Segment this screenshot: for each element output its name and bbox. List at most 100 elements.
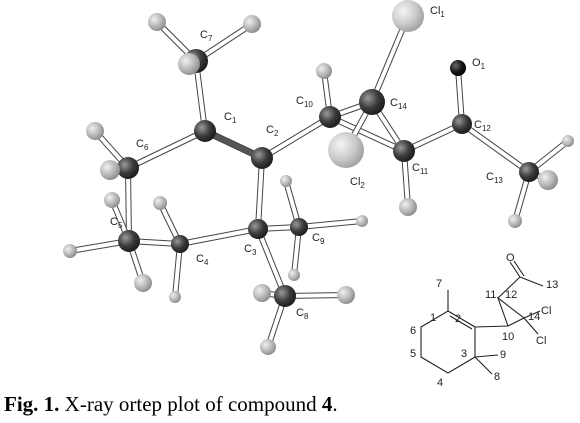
atom-cl2 bbox=[328, 132, 364, 168]
struct-label-5: 5 bbox=[410, 348, 416, 360]
atom-label-c4: C4 bbox=[196, 253, 209, 267]
atom-label-c1: C1 bbox=[224, 111, 237, 125]
struct-label-4: 4 bbox=[437, 377, 443, 389]
bond-c3-c9 bbox=[474, 354, 499, 358]
atom-c2 bbox=[251, 147, 273, 169]
struct-label-3: 3 bbox=[461, 348, 467, 360]
struct-label-11: 11 bbox=[485, 289, 496, 301]
struct-label-14: 14 bbox=[528, 311, 540, 323]
caption-text: X-ray ortep plot of compound bbox=[59, 392, 322, 416]
figure-caption: Fig. 1. X-ray ortep plot of compound 4. bbox=[4, 392, 338, 417]
atom-h5c bbox=[134, 274, 152, 292]
atom-h9a bbox=[280, 175, 292, 187]
atom-c1 bbox=[194, 120, 216, 142]
cyclopropane-bonds bbox=[496, 296, 526, 327]
atom-h10 bbox=[316, 63, 332, 79]
double-bond-inner bbox=[449, 315, 473, 330]
skeletal-structure bbox=[420, 260, 544, 375]
atom-c10 bbox=[319, 106, 341, 128]
atom-h11 bbox=[399, 198, 417, 216]
atom-label-c10: C10 bbox=[296, 95, 313, 109]
bond-c2-c10 bbox=[474, 325, 509, 328]
bond-C5-C6 bbox=[126, 167, 131, 242]
atom-h9b bbox=[356, 215, 368, 227]
atoms-layer bbox=[63, 0, 574, 355]
atom-label-c13: C13 bbox=[486, 171, 503, 185]
atom-label-cl1: Cl1 bbox=[430, 5, 445, 19]
bond-c12-o bbox=[509, 261, 521, 278]
atom-h13b bbox=[508, 214, 522, 228]
caption-compound: 4 bbox=[321, 392, 333, 416]
bond-C10-C11 bbox=[329, 115, 405, 153]
atom-h7a bbox=[148, 13, 166, 31]
atom-label-c12: C12 bbox=[474, 119, 491, 133]
atom-h8c bbox=[260, 339, 276, 355]
struct-label-o: O bbox=[506, 252, 515, 264]
atom-h5a bbox=[63, 244, 77, 258]
atom-c11 bbox=[393, 140, 415, 162]
atom-h13c bbox=[562, 135, 574, 147]
atom-h7b bbox=[243, 15, 261, 33]
bond-c14-cl-b bbox=[523, 317, 539, 335]
struct-label-2: 2 bbox=[455, 313, 461, 325]
atom-label-c7: C7 bbox=[200, 29, 213, 43]
bond-C3-C4 bbox=[179, 227, 259, 246]
atom-h4b bbox=[169, 291, 181, 303]
bond-c14-cl-a bbox=[523, 310, 541, 319]
bond-c3-c8 bbox=[474, 356, 493, 375]
bond-c12-c13 bbox=[519, 276, 544, 287]
atom-o1 bbox=[450, 60, 466, 76]
bond-c12-o-double bbox=[513, 260, 525, 277]
struct-label-12: 12 bbox=[505, 289, 517, 301]
atom-h6a bbox=[86, 122, 104, 140]
atom-label-c6: C6 bbox=[136, 138, 149, 152]
bond-C3-C8 bbox=[256, 228, 287, 297]
struct-label-cl-a: Cl bbox=[541, 305, 551, 317]
structure-labels: 7 1 2 6 5 4 3 9 8 10 11 12 14 13 O Cl Cl bbox=[410, 252, 558, 389]
atom-c6 bbox=[117, 157, 139, 179]
atom-c9 bbox=[290, 218, 308, 236]
atom-h13a bbox=[538, 170, 558, 190]
atom-label-o1: O1 bbox=[472, 57, 486, 71]
bond-C2-C10 bbox=[260, 115, 332, 160]
atom-label-cl2: Cl2 bbox=[350, 176, 365, 190]
bond-C12-C13 bbox=[460, 122, 531, 174]
struct-label-cl-b: Cl bbox=[536, 335, 546, 347]
caption-suffix: . bbox=[332, 392, 338, 416]
struct-label-9: 9 bbox=[500, 349, 506, 361]
atom-label-c5: C5 bbox=[110, 216, 123, 230]
bond-C1-C6 bbox=[127, 129, 206, 170]
caption-prefix: Fig. 1. bbox=[4, 392, 60, 416]
atom-c13 bbox=[519, 162, 539, 182]
atom-label-c11: C11 bbox=[412, 162, 429, 176]
atom-h8b bbox=[337, 286, 355, 304]
atom-label-c9: C9 bbox=[312, 232, 325, 246]
atom-label-c8: C8 bbox=[296, 307, 309, 321]
atom-c14 bbox=[359, 89, 385, 115]
bond-c11-c12 bbox=[497, 276, 521, 299]
atom-c12 bbox=[452, 114, 472, 134]
atom-c4 bbox=[171, 235, 189, 253]
struct-label-6: 6 bbox=[410, 325, 416, 337]
atom-h4a bbox=[153, 196, 167, 210]
struct-label-1: 1 bbox=[430, 312, 436, 324]
atom-h9c bbox=[288, 269, 300, 281]
struct-label-13: 13 bbox=[546, 279, 558, 291]
atom-label-c14: C14 bbox=[390, 97, 407, 111]
atom-h5b bbox=[104, 192, 120, 208]
atom-h6b bbox=[100, 160, 120, 180]
atom-h7c bbox=[178, 53, 200, 75]
atom-cl1 bbox=[392, 0, 424, 32]
bond-C2-C3 bbox=[256, 157, 264, 230]
atom-label-c2: C2 bbox=[266, 124, 279, 138]
struct-label-7: 7 bbox=[436, 278, 442, 290]
atom-h8a bbox=[253, 284, 271, 302]
struct-label-8: 8 bbox=[494, 371, 500, 383]
struct-label-10: 10 bbox=[502, 331, 514, 343]
atom-label-c3: C3 bbox=[244, 243, 257, 257]
atom-c8 bbox=[274, 285, 296, 307]
atom-c3 bbox=[248, 219, 268, 239]
atom-c5 bbox=[118, 230, 140, 252]
